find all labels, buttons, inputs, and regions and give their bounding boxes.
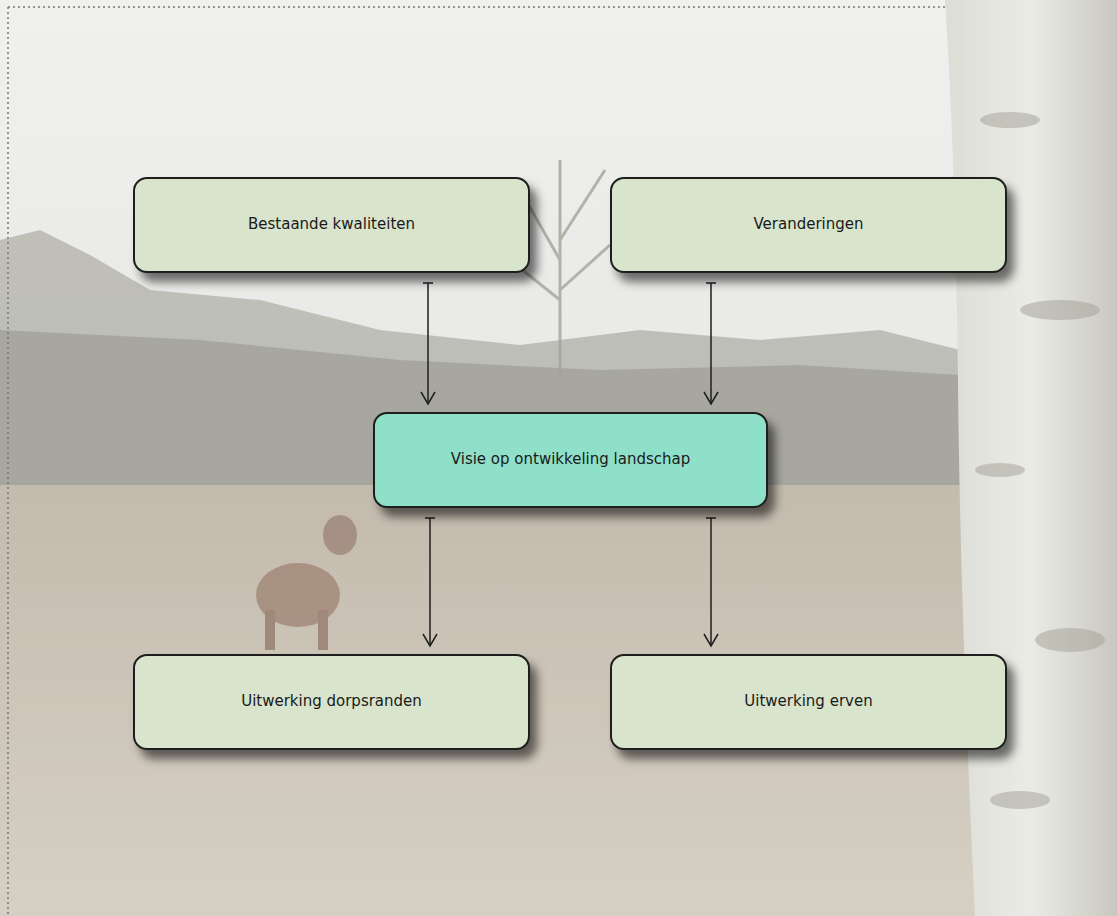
process-box: Veranderingen [610,177,1007,273]
box-label: Veranderingen [753,215,863,235]
box-label: Bestaande kwaliteiten [248,215,415,235]
dotted-border [7,7,9,916]
vision-box: Visie op ontwikkeling landschap [373,412,768,508]
process-box: Uitwerking dorpsranden [133,654,530,750]
flow-arrow [704,518,718,646]
flow-arrow [704,283,718,404]
box-label: Uitwerking dorpsranden [241,692,422,712]
flow-arrow [423,518,437,646]
process-box: Uitwerking erven [610,654,1007,750]
box-label: Visie op ontwikkeling landschap [451,450,690,470]
box-label: Uitwerking erven [744,692,872,712]
dotted-border [8,6,948,8]
process-box: Bestaande kwaliteiten [133,177,530,273]
flow-arrow [421,283,435,404]
